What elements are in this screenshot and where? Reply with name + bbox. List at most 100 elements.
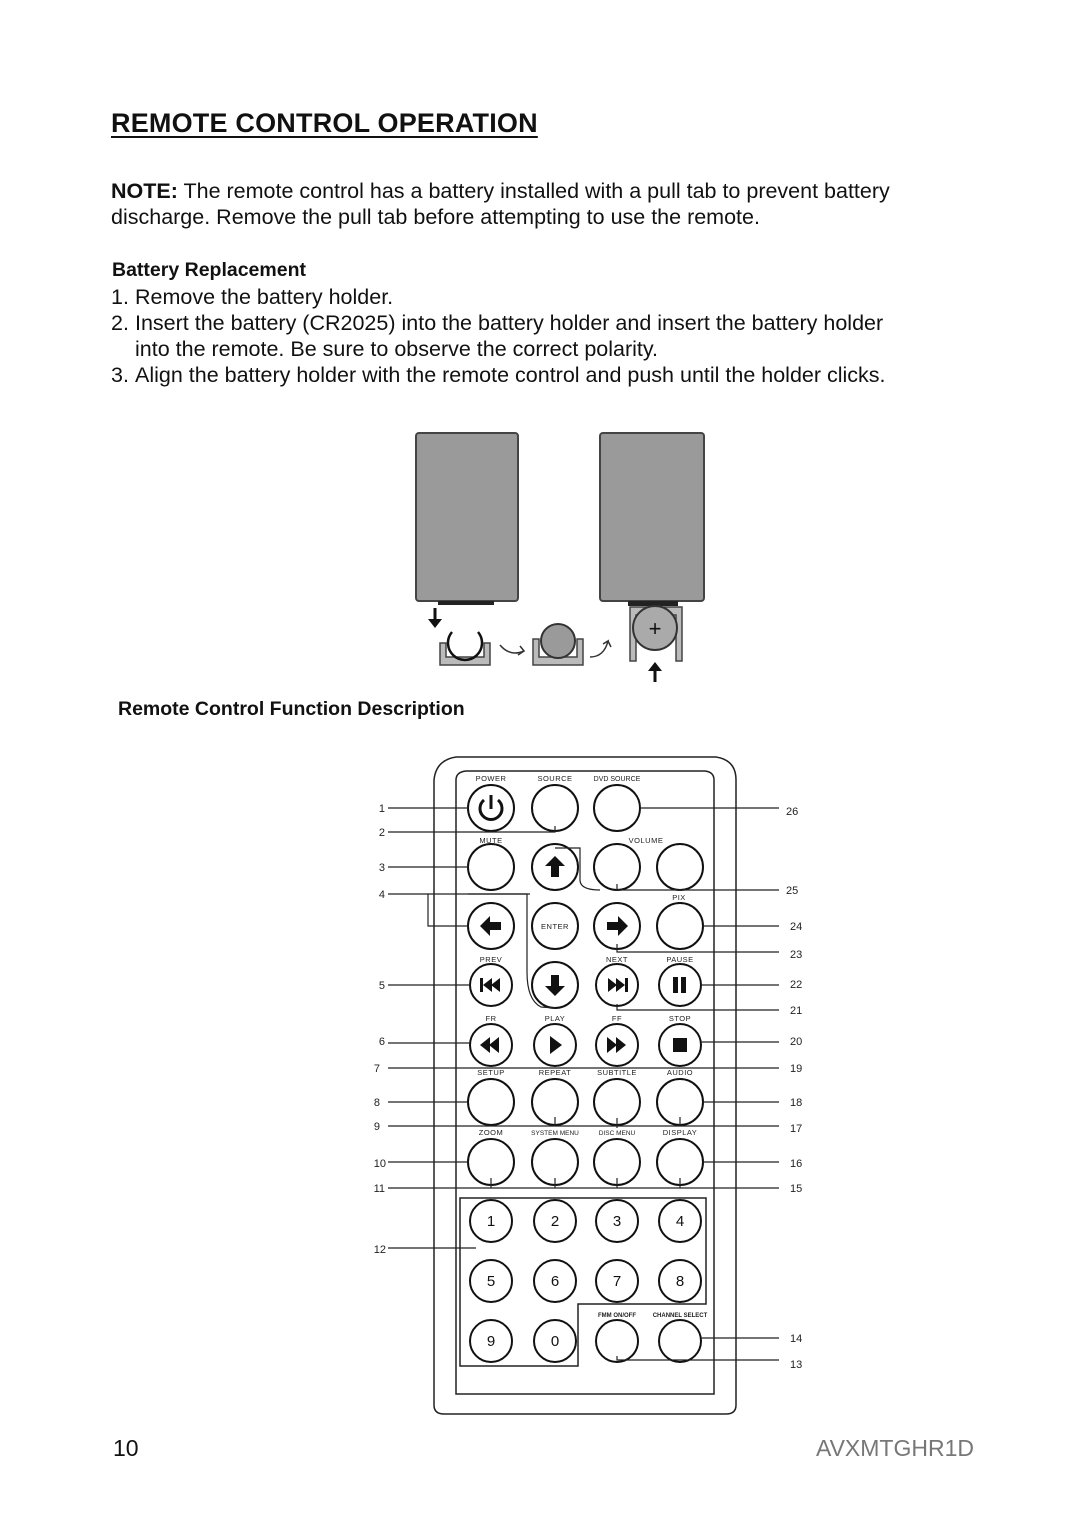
fmm-label: FMM ON/OFF: [598, 1313, 636, 1319]
remote-body-right: [599, 432, 705, 602]
enter-button[interactable]: [531, 902, 579, 950]
digit-2-button[interactable]: [533, 1199, 577, 1243]
digit-2: 2: [551, 1213, 559, 1230]
prev-label: PREV: [480, 955, 502, 964]
pause-button[interactable]: [658, 963, 702, 1007]
step-2: 2.Insert the battery (CR2025) into the b…: [111, 311, 884, 361]
battery-steps: 1.Remove the battery holder. 2.Insert th…: [111, 284, 911, 388]
callout-15: 15: [790, 1183, 802, 1195]
remote-body-left: [415, 432, 519, 602]
callout-5: 5: [379, 980, 385, 992]
curved-arrow-icon: [499, 644, 526, 656]
digit-0-button[interactable]: [533, 1319, 577, 1363]
page-number: 10: [113, 1435, 139, 1461]
arrow-down-icon: [428, 608, 442, 628]
dvd-source-label: DVD SOURCE: [594, 776, 641, 783]
display-label: DISPLAY: [663, 1128, 698, 1137]
remote-outline: [433, 756, 737, 1415]
pause-icon: [673, 977, 686, 993]
svg-text:+: +: [649, 616, 662, 641]
battery-positive-icon: +: [629, 605, 683, 662]
digit-1: 1: [487, 1213, 495, 1230]
play-label: PLAY: [545, 1014, 566, 1023]
mute-button[interactable]: [467, 843, 515, 891]
callout-22: 22: [790, 979, 802, 991]
callout-4: 4: [379, 889, 385, 901]
battery-replacement-heading: Battery Replacement: [112, 259, 306, 281]
callout-3: 3: [379, 862, 385, 874]
callout-25: 25: [786, 885, 798, 897]
callout-2: 2: [379, 827, 385, 839]
pix-button[interactable]: [656, 902, 704, 950]
empty-holder-icon: [439, 631, 491, 666]
enter-label: ENTER: [541, 922, 569, 931]
zoom-label: ZOOM: [479, 1128, 504, 1137]
digit-6: 6: [551, 1273, 559, 1290]
remote-diagram: POWER SOURCE DVD SOURCE MUTE VOLUME PIX …: [374, 756, 802, 1415]
next-icon: [608, 978, 628, 992]
stop-icon: [673, 1038, 687, 1052]
repeat-label: REPEAT: [539, 1068, 571, 1077]
system-menu-label: SYSTEM MENU: [531, 1130, 579, 1137]
source-button[interactable]: [531, 784, 579, 832]
arrow-right-icon: [607, 916, 628, 936]
digit-6-button[interactable]: [533, 1259, 577, 1303]
arrow-left-icon: [480, 916, 501, 936]
callout-6: 6: [379, 1036, 385, 1048]
audio-label: AUDIO: [667, 1068, 693, 1077]
rewind-icon: [480, 1037, 499, 1053]
callout-16: 16: [790, 1158, 802, 1170]
next-label: NEXT: [606, 955, 628, 964]
mute-label: MUTE: [479, 836, 502, 845]
digit-5-button[interactable]: [469, 1259, 513, 1303]
subtitle-label: SUBTITLE: [597, 1068, 637, 1077]
digit-8: 8: [676, 1273, 684, 1290]
function-description-heading: Remote Control Function Description: [118, 698, 465, 720]
digit-9-button[interactable]: [469, 1319, 513, 1363]
callout-14: 14: [790, 1333, 802, 1345]
digit-1-button[interactable]: [469, 1199, 513, 1243]
digit-3-button[interactable]: [595, 1199, 639, 1243]
page-title: REMOTE CONTROL OPERATION: [111, 108, 538, 138]
digit-4-button[interactable]: [658, 1199, 702, 1243]
prev-icon: [480, 978, 500, 992]
pix-label: PIX: [672, 893, 686, 902]
fast-forward-icon: [607, 1037, 626, 1053]
battery-illustration: +: [415, 432, 705, 682]
step-1: 1.Remove the battery holder.: [111, 285, 394, 309]
digit-7-button[interactable]: [595, 1259, 639, 1303]
stop-label: STOP: [669, 1014, 691, 1023]
volume-label: VOLUME: [629, 836, 664, 845]
channel-select-label: CHANNEL SELECT: [653, 1313, 708, 1319]
curved-arrow-icon: [589, 639, 612, 658]
callout-20: 20: [790, 1036, 802, 1048]
callout-7: 7: [374, 1063, 380, 1075]
digit-7: 7: [613, 1273, 621, 1290]
callout-24: 24: [790, 921, 802, 933]
callout-11: 11: [374, 1183, 385, 1195]
note-label: NOTE:: [111, 179, 178, 203]
pause-label: PAUSE: [666, 955, 693, 964]
disc-menu-label: DISC MENU: [599, 1130, 636, 1137]
volume-up-button[interactable]: [656, 843, 704, 891]
channel-select-button[interactable]: [658, 1319, 702, 1363]
digit-5: 5: [487, 1273, 495, 1290]
dvd-source-button[interactable]: [593, 784, 641, 832]
digit-8-button[interactable]: [658, 1259, 702, 1303]
step-3: 3.Align the battery holder with the remo…: [111, 363, 886, 387]
callout-19: 19: [790, 1063, 802, 1075]
fmm-button[interactable]: [595, 1319, 639, 1363]
fr-label: FR: [486, 1014, 497, 1023]
callout-23: 23: [790, 949, 802, 961]
source-label: SOURCE: [537, 774, 572, 783]
digit-0: 0: [551, 1333, 559, 1350]
callout-12: 12: [374, 1244, 386, 1256]
volume-down-button[interactable]: [593, 843, 641, 891]
ff-label: FF: [612, 1014, 622, 1023]
callout-21: 21: [790, 1005, 802, 1017]
digit-9: 9: [487, 1333, 495, 1350]
model-number: AVXMTGHR1D: [815, 1435, 974, 1461]
battery-note: NOTE: The remote control has a battery i…: [111, 178, 911, 230]
callout-17: 17: [790, 1123, 802, 1135]
setup-button[interactable]: [467, 1078, 515, 1126]
